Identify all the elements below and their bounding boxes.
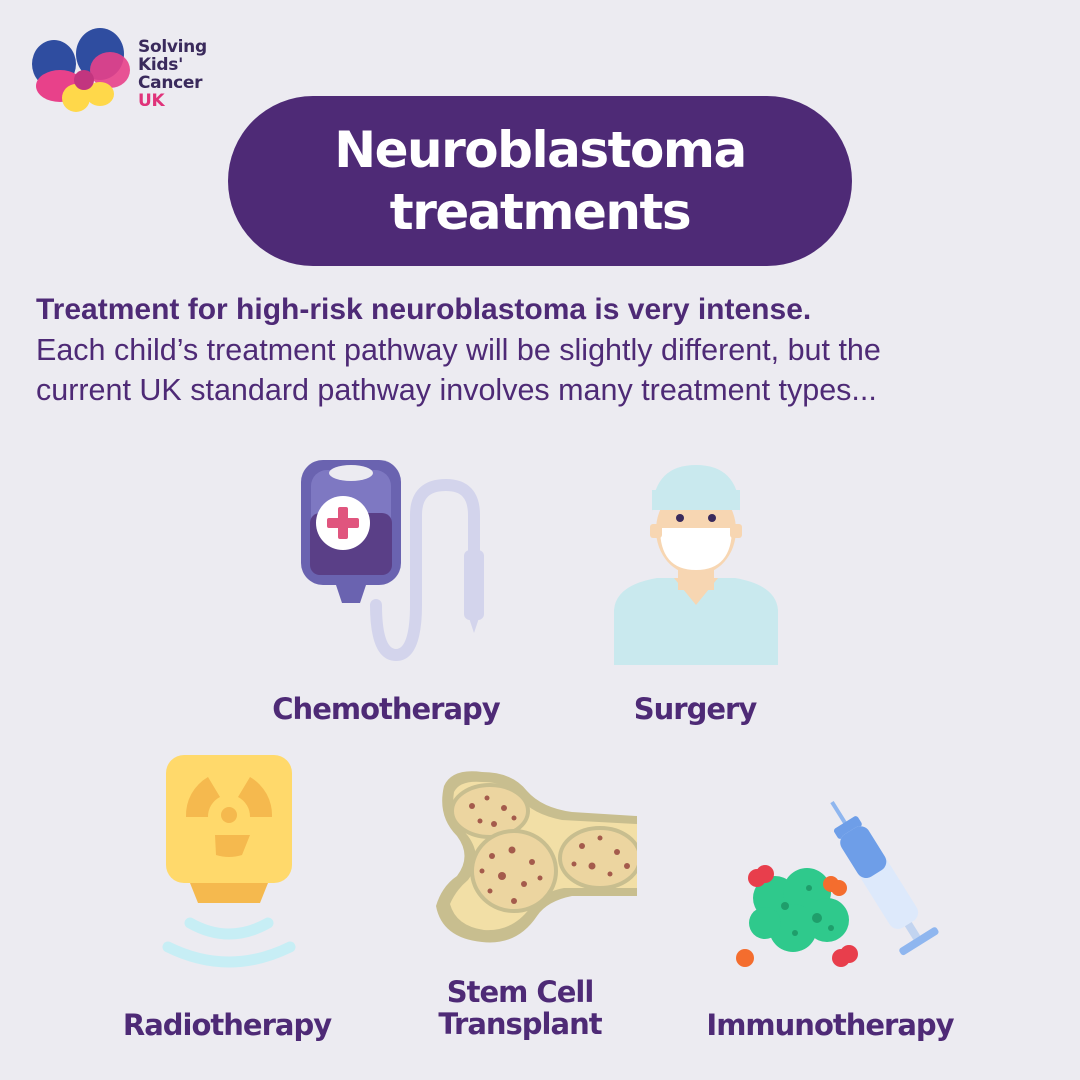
logo-text-cancer: Cancer [138,73,203,93]
intro-body-line2: current UK standard pathway involves man… [36,373,877,407]
iv-drip-bag-icon [301,460,484,662]
immunotherapy-illustration [735,788,945,978]
treatment-label-surgery: Surgery [633,692,757,726]
surgeon-icon [614,465,778,665]
brand-logo[interactable]: Solving Kids' Cancer UK [30,28,220,118]
treatment-label-radiotherapy: Radiotherapy [122,1008,332,1042]
intro-text: Treatment for high-risk neuroblastoma is… [36,290,1056,410]
page-title-line2: treatments [389,183,692,241]
butterfly-logo-icon [32,28,130,112]
treatment-label-stem-cell-transplant: Stem Cell Transplant [420,976,620,1040]
chemotherapy-illustration [296,455,496,670]
intro-headline: Treatment for high-risk neuroblastoma is… [36,293,812,326]
title-banner: Neuroblastoma treatments [228,96,852,266]
treatment-label-stem-cell-line2: Transplant [438,1007,602,1041]
logo-text-solving: Solving [138,37,207,57]
treatment-label-stem-cell-line1: Stem Cell [446,975,595,1009]
syringe-cells-icon [736,801,939,967]
logo-text-kids: Kids' [138,55,183,75]
treatment-label-chemotherapy: Chemotherapy [272,692,500,726]
treatment-label-immunotherapy: Immunotherapy [706,1008,954,1042]
intro-body-line1: Each child’s treatment pathway will be s… [36,333,881,367]
radiation-machine-icon [162,755,296,968]
bone-marrow-icon [436,771,642,943]
stem-cell-transplant-illustration [432,766,642,948]
logo-text-uk: UK [138,91,165,111]
page-title-line1: Neuroblastoma [334,121,747,179]
radiotherapy-illustration [160,755,300,985]
surgery-illustration [612,460,780,670]
